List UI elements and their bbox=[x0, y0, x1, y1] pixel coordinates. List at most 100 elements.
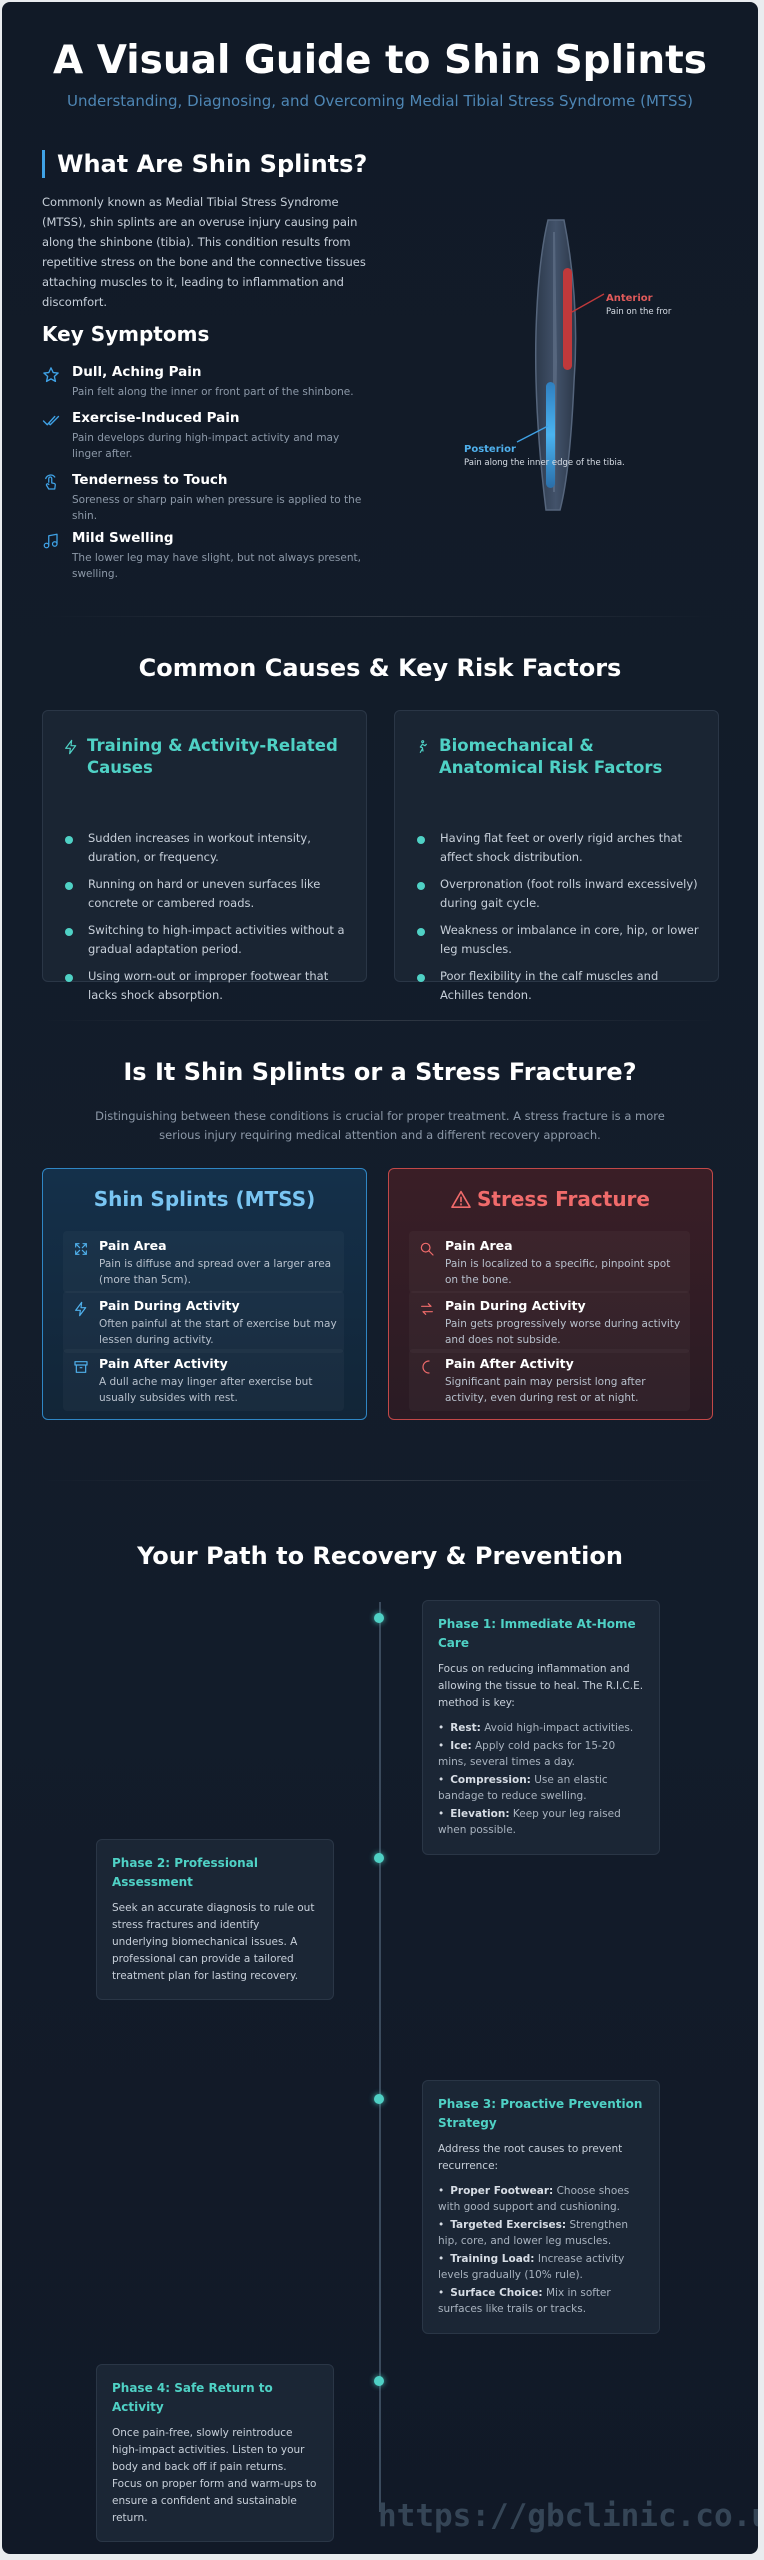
symptom-desc: The lower leg may have slight, but not a… bbox=[72, 552, 361, 580]
lightning-icon bbox=[75, 1301, 87, 1317]
shin-splints-title: Shin Splints (MTSS) bbox=[93, 1187, 316, 1211]
causes-card-title: Biomechanical & Anatomical Risk Factors bbox=[439, 736, 663, 777]
phase-desc: Seek an accurate diagnosis to rule out s… bbox=[112, 1902, 315, 1982]
timeline-dot bbox=[374, 1613, 384, 1623]
compare-row: Pain After Activity Significant pain may… bbox=[409, 1349, 690, 1411]
phase-title: Phase 1: Immediate At-Home Care bbox=[438, 1617, 636, 1650]
phase-card-3: Phase 3: Proactive Prevention Strategy A… bbox=[422, 2080, 660, 2334]
phase-title: Phase 3: Proactive Prevention Strategy bbox=[438, 2097, 643, 2130]
compare-row: Pain During Activity Often painful at th… bbox=[63, 1291, 344, 1353]
section-heading-what: What Are Shin Splints? bbox=[42, 150, 367, 178]
stress-fracture-card: Stress Fracture Pain Area Pain is locali… bbox=[388, 1168, 713, 1420]
phase-card-2: Phase 2: Professional Assessment Seek an… bbox=[96, 1839, 334, 2000]
symptom-desc: Pain develops during high-impact activit… bbox=[72, 432, 340, 460]
causes-heading: Common Causes & Key Risk Factors bbox=[138, 654, 622, 682]
section-divider bbox=[42, 1480, 718, 1481]
shin-splints-card: Shin Splints (MTSS) Pain Area Pain is di… bbox=[42, 1168, 367, 1420]
compare-row-desc: Significant pain may persist long after … bbox=[445, 1376, 646, 1404]
what-description: Commonly known as Medial Tibial Stress S… bbox=[42, 195, 366, 309]
causes-card-training: Training & Activity-Related Causes Sudde… bbox=[42, 710, 367, 1002]
symptom-title: Exercise-Induced Pain bbox=[72, 410, 240, 426]
phase-desc: Address the root causes to prevent recur… bbox=[438, 2143, 623, 2172]
causes-card-title: Training & Activity-Related Causes bbox=[87, 736, 338, 777]
anterior-desc: Pain on the fror bbox=[606, 307, 672, 317]
symptom-desc: Soreness or sharp pain when pressure is … bbox=[72, 494, 362, 522]
list-item: Overpronation (foot rolls inward excessi… bbox=[415, 875, 705, 913]
causes-card-biomechanical: Biomechanical & Anatomical Risk Factors … bbox=[394, 710, 719, 1002]
symptom-desc: Pain felt along the inner or front part … bbox=[72, 386, 354, 398]
symptoms-heading: Key Symptoms bbox=[42, 322, 210, 346]
list-item: Poor flexibility in the calf muscles and… bbox=[415, 967, 705, 1005]
phase-card-4: Phase 4: Safe Return to Activity Once pa… bbox=[96, 2364, 334, 2542]
expand-icon bbox=[75, 1243, 87, 1255]
compare-row-desc: Pain is localized to a specific, pinpoin… bbox=[445, 1258, 671, 1286]
phase-list: •Proper Footwear: Choose shoes with good… bbox=[438, 2183, 644, 2317]
compare-description: Distinguishing between these conditions … bbox=[95, 1109, 665, 1142]
symptom-title: Tenderness to Touch bbox=[72, 472, 228, 488]
compare-row: Pain During Activity Pain gets progressi… bbox=[409, 1291, 690, 1353]
list-item: Having flat feet or overly rigid arches … bbox=[415, 829, 705, 867]
list-item: •Ice: Apply cold packs for 15-20 mins, s… bbox=[438, 1740, 616, 1768]
timeline-line bbox=[379, 1602, 381, 2512]
star-icon bbox=[43, 367, 59, 383]
anterior-label: Anterior bbox=[606, 293, 653, 304]
lightning-icon bbox=[65, 739, 77, 755]
list-item: •Training Load: Increase activity levels… bbox=[438, 2253, 625, 2281]
section-divider bbox=[42, 616, 718, 617]
stress-fracture-title: Stress Fracture bbox=[477, 1187, 650, 1211]
list-item: Weakness or imbalance in core, hip, or l… bbox=[415, 921, 705, 959]
search-icon bbox=[420, 1242, 434, 1256]
compare-row: Pain Area Pain is localized to a specifi… bbox=[409, 1231, 690, 1293]
list-item: •Rest: Avoid high-impact activities. bbox=[438, 1722, 634, 1734]
compare-row-title: Pain Area bbox=[445, 1238, 513, 1253]
person-walking-icon bbox=[419, 740, 427, 753]
posterior-desc: Pain along the inner edge of the tibia. bbox=[464, 458, 625, 468]
list-item: •Proper Footwear: Choose shoes with good… bbox=[438, 2185, 630, 2213]
list-item: •Surface Choice: Mix in softer surfaces … bbox=[438, 2287, 611, 2315]
phase-card-1: Phase 1: Immediate At-Home Care Focus on… bbox=[422, 1600, 660, 1855]
posterior-label: Posterior bbox=[464, 444, 516, 455]
list-item: Using worn-out or improper footwear that… bbox=[63, 967, 353, 1005]
phase-title: Phase 2: Professional Assessment bbox=[112, 1856, 258, 1889]
compare-row: Pain Area Pain is diffuse and spread ove… bbox=[63, 1231, 344, 1293]
section-divider bbox=[42, 1020, 718, 1021]
tibia-diagram bbox=[462, 212, 642, 522]
phase-desc: Focus on reducing inflammation and allow… bbox=[438, 1663, 644, 1709]
symptom-title: Mild Swelling bbox=[72, 530, 174, 546]
causes-list: Sudden increases in workout intensity, d… bbox=[63, 829, 353, 1013]
compare-row-title: Pain Area bbox=[99, 1238, 167, 1253]
page-subtitle: Understanding, Diagnosing, and Overcomin… bbox=[67, 92, 693, 110]
compare-heading: Is It Shin Splints or a Stress Fracture? bbox=[123, 1058, 637, 1086]
anterior-pain-zone bbox=[563, 268, 572, 370]
footer-url[interactable]: https://gbclinic.co.uk bbox=[378, 2498, 758, 2534]
compare-row-title: Pain During Activity bbox=[445, 1298, 586, 1313]
list-item: •Targeted Exercises: Strengthen hip, cor… bbox=[438, 2219, 629, 2247]
compare-row-desc: Often painful at the start of exercise b… bbox=[99, 1318, 337, 1346]
music-note-icon bbox=[43, 533, 58, 549]
phase-title: Phase 4: Safe Return to Activity bbox=[112, 2381, 273, 2414]
compare-row-title: Pain During Activity bbox=[99, 1298, 240, 1313]
list-item: •Compression: Use an elastic bandage to … bbox=[438, 1774, 608, 1802]
causes-list: Having flat feet or overly rigid arches … bbox=[415, 829, 705, 1013]
list-item: Sudden increases in workout intensity, d… bbox=[63, 829, 353, 867]
archive-icon bbox=[74, 1361, 88, 1373]
compare-row-desc: Pain gets progressively worse during act… bbox=[445, 1318, 681, 1346]
touch-icon bbox=[45, 474, 56, 490]
timeline-dot bbox=[374, 1853, 384, 1863]
phase-desc: Once pain-free, slowly reintroduce high-… bbox=[112, 2427, 317, 2524]
posterior-pain-zone bbox=[546, 382, 555, 488]
compare-row-title: Pain After Activity bbox=[445, 1356, 574, 1371]
compare-row-desc: A dull ache may linger after exercise bu… bbox=[99, 1376, 313, 1404]
phase-list: •Rest: Avoid high-impact activities. •Ic… bbox=[438, 1720, 644, 1838]
stress-fracture-title-wrap: Stress Fracture bbox=[389, 1187, 712, 1211]
timeline-dot bbox=[374, 2376, 384, 2386]
moon-icon bbox=[422, 1360, 430, 1374]
compare-row: Pain After Activity A dull ache may ling… bbox=[63, 1349, 344, 1411]
list-item: Switching to high-impact activities with… bbox=[63, 921, 353, 959]
list-item: Running on hard or uneven surfaces like … bbox=[63, 875, 353, 913]
compare-row-desc: Pain is diffuse and spread over a larger… bbox=[99, 1258, 332, 1286]
double-check-icon bbox=[42, 415, 60, 426]
page-title: A Visual Guide to Shin Splints bbox=[53, 38, 707, 83]
swap-icon bbox=[421, 1303, 433, 1315]
